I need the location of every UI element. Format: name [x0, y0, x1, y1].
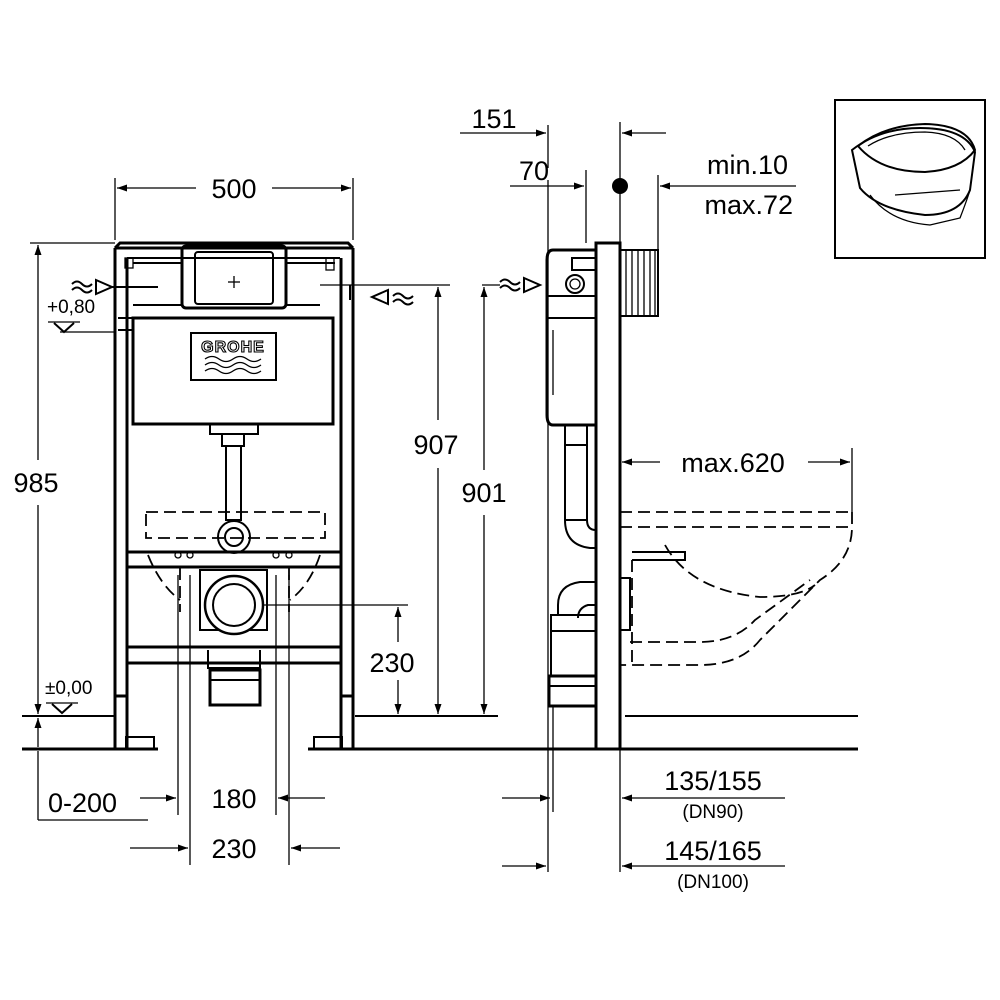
dim-adjust-range: 0-200 — [48, 788, 117, 818]
dim-drain-height: 230 — [369, 648, 414, 678]
level-bottom-label: ±0,00 — [45, 678, 92, 699]
dim-dn90: 135/155 — [664, 766, 762, 796]
water-inlet-arrow-icon — [71, 278, 158, 296]
dim-projection: max.620 — [681, 448, 785, 478]
dim-depth-151: 151 — [471, 104, 516, 134]
brand-logo: GROHE — [201, 338, 265, 375]
dim-width: 500 — [211, 174, 256, 204]
level-marker-icon — [51, 703, 73, 715]
dim-feet-outer: 230 — [211, 834, 256, 864]
dim-height-901: 901 — [461, 478, 506, 508]
label-dn90: (DN90) — [682, 802, 743, 823]
water-inlet-arrow-icon — [499, 276, 543, 294]
dim-wall-max: max.72 — [704, 190, 793, 220]
label-dn100: (DN100) — [677, 872, 749, 893]
dim-dn100: 145/165 — [664, 836, 762, 866]
level-marker-icon — [53, 322, 75, 334]
level-top-label: +0,80 — [47, 297, 95, 318]
svg-text:GROHE: GROHE — [201, 339, 265, 356]
dim-depth-70: 70 — [519, 156, 549, 186]
dim-wall-min: min.10 — [707, 150, 788, 180]
wall-hung-toilet-icon — [834, 99, 986, 259]
water-inlet-arrow-icon — [320, 284, 450, 306]
dim-height: 985 — [13, 468, 58, 498]
dim-feet-inner: 180 — [211, 784, 256, 814]
dim-inlet-height: 907 — [413, 430, 458, 460]
side-view: 151 70 min.10 max.72 901 max.620 135/155… — [460, 104, 858, 893]
front-view: GROHE — [13, 174, 595, 865]
